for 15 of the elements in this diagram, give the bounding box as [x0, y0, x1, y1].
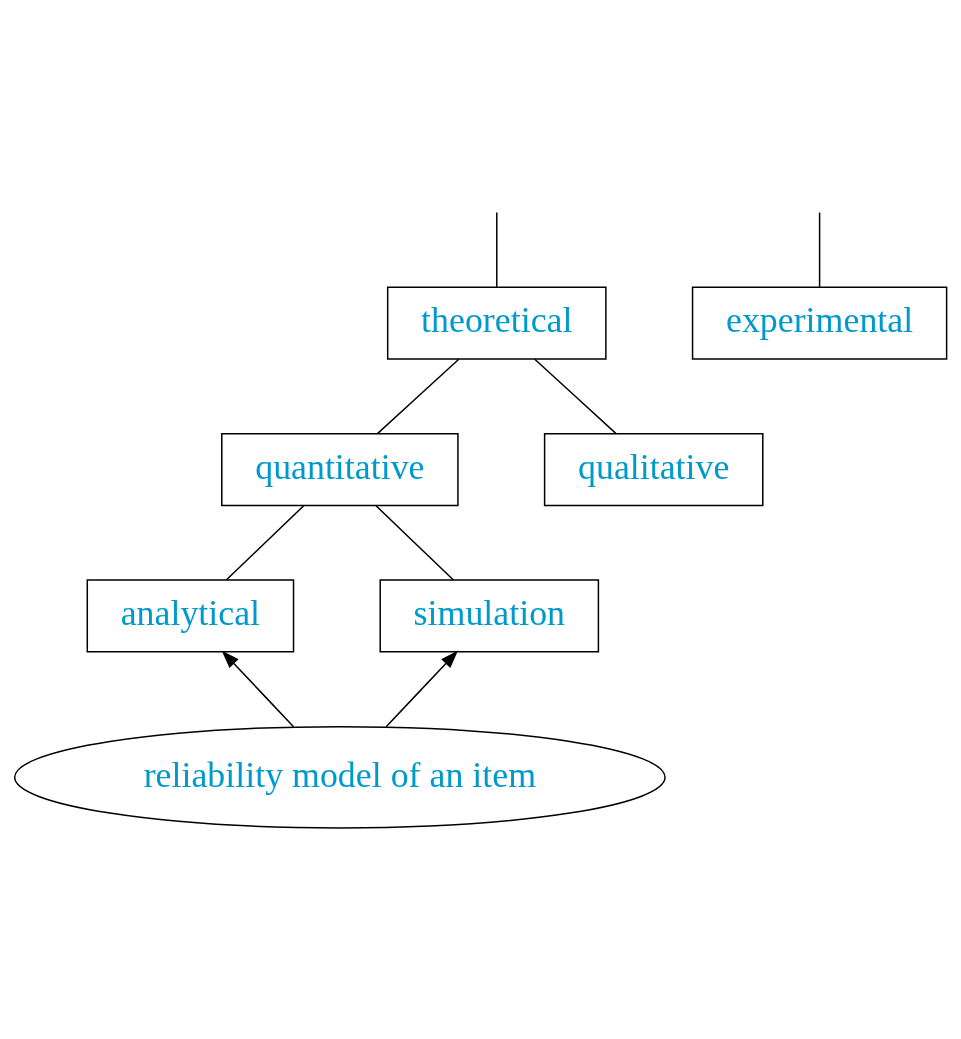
node-box: quantitative — [221, 432, 459, 507]
node-box: analytical — [86, 579, 295, 653]
arrow — [385, 650, 459, 728]
connector — [375, 505, 455, 581]
connector — [818, 211, 821, 288]
connector — [376, 358, 460, 435]
connector — [496, 211, 498, 288]
node-box: qualitative — [543, 432, 764, 507]
node-box: simulation — [379, 579, 600, 653]
node-box: theoretical — [386, 286, 607, 360]
connector — [225, 505, 305, 581]
node-box: experimental — [691, 286, 948, 360]
arrow — [221, 650, 295, 728]
connector — [534, 358, 617, 435]
node-ellipse: reliability model of an item — [13, 725, 666, 829]
